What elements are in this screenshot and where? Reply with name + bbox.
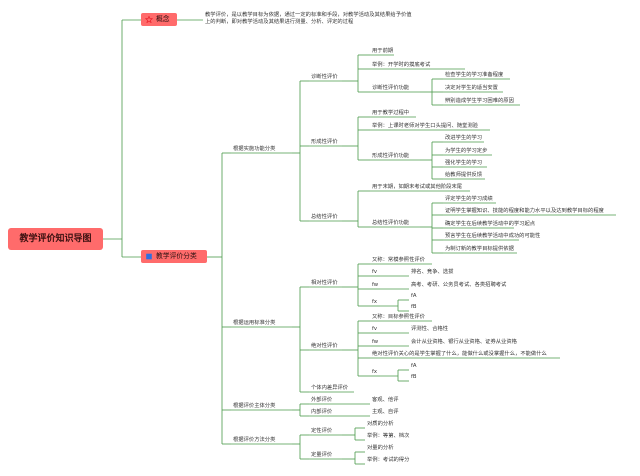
- method-node[interactable]: 根据评价方法分类: [233, 437, 276, 443]
- standard-node[interactable]: 根据运用标准分类: [233, 320, 276, 326]
- classification-node[interactable]: 教学评价分类: [141, 250, 207, 263]
- absolute-node[interactable]: 绝对性评价: [311, 343, 338, 349]
- relative-def: 又称：常模参照性评价: [372, 257, 425, 263]
- absolute-fx-node[interactable]: fx: [372, 369, 377, 375]
- function-node[interactable]: 根据实施功能分类: [233, 146, 276, 152]
- absolute-value: 评测性、合格性: [411, 326, 449, 332]
- relative-value: 排名、竞争、选拔: [411, 269, 454, 275]
- diagnostic-func-item: 决定对学生的适当安置: [445, 85, 498, 91]
- summative-func-node[interactable]: 总结性评价功能: [372, 220, 410, 226]
- formative-func-node[interactable]: 形成性评价功能: [372, 153, 410, 159]
- relative-fx-node[interactable]: fx: [372, 299, 377, 305]
- formative-func-item: 给教师提供反馈: [445, 172, 483, 178]
- qualitative-item: 举例：等第、档次: [367, 433, 410, 439]
- classification-label: 教学评价分类: [156, 252, 197, 260]
- summative-node[interactable]: 总结性评价: [311, 214, 338, 220]
- formative-func-item: 强化学生的学习: [445, 160, 483, 166]
- concept-text: 教学评价，是以教学目标为依据，通过一定的标准和手段，对教学活动及其结果给予价值上…: [205, 12, 412, 25]
- absolute-key[interactable]: fv: [372, 326, 377, 332]
- external-value: 客观、他评: [372, 397, 399, 403]
- summative-func-item: 证明学生掌握知识、技能的程度和能力水平以及达到教学目标的程度: [445, 208, 604, 214]
- summative-func-item: 评定学生的学习成绩: [445, 196, 493, 202]
- absolute-def: 又称：目标参照性评价: [372, 314, 425, 320]
- relative-fx-item: fA: [411, 293, 417, 299]
- square-icon: [146, 253, 152, 260]
- external-node[interactable]: 外部评价: [311, 397, 333, 403]
- concept-node[interactable]: 概念: [141, 13, 177, 26]
- quantitative-item: 对量的分析: [367, 445, 394, 451]
- qualitative-item: 对质的分析: [367, 421, 394, 427]
- relative-fx-item: fB: [411, 304, 417, 310]
- absolute-key[interactable]: fw: [372, 339, 379, 345]
- qualitative-node[interactable]: 定性评价: [311, 428, 333, 434]
- diagnostic-func-node[interactable]: 诊断性评价功能: [372, 85, 410, 91]
- formative-use: 用于教学过程中: [372, 110, 410, 116]
- internal-value: 主观、自评: [372, 409, 399, 415]
- quantitative-item: 举例：考试的得分: [367, 457, 410, 463]
- absolute-value: 会计从业资格、银行从业资格、证券从业资格: [411, 339, 517, 345]
- relative-key[interactable]: fw: [372, 282, 379, 288]
- diagnostic-use: 用于前期: [372, 48, 394, 54]
- relative-node[interactable]: 相对性评价: [311, 280, 338, 286]
- summative-func-item: 预言学生在后续教学活动中成功的可能性: [445, 233, 541, 239]
- star-icon: [145, 16, 153, 23]
- quantitative-node[interactable]: 定量评价: [311, 452, 333, 458]
- formative-func-item: 为学生的学习定步: [445, 148, 488, 154]
- summative-func-item: 为制订新的教学目标提供依据: [445, 246, 514, 252]
- relative-key[interactable]: fv: [372, 269, 377, 275]
- relative-value: 高考、考研、公务员考试、各类招聘考试: [411, 282, 507, 288]
- summative-func-item: 确定学生在后续教学活动中的学习起点: [445, 221, 536, 227]
- diagnostic-node[interactable]: 诊断性评价: [311, 74, 338, 80]
- summative-use: 用于末期，如期末考试或其他阶段末尾: [372, 184, 463, 190]
- absolute-note: 绝对性评价关心的是学生掌握了什么，能做什么或没掌握什么，不能做什么: [372, 351, 547, 357]
- diagnostic-func-item: 辨别造成学生学习困难的原因: [445, 98, 514, 104]
- internal-node[interactable]: 内部评价: [311, 409, 333, 415]
- diagnostic-example: 举例：开学时的摸底考试: [372, 62, 431, 68]
- diagnostic-func-item: 检查学生的学习准备程度: [445, 72, 504, 78]
- root-node[interactable]: 教学评价知识导图: [8, 228, 103, 250]
- formative-example: 举例：上课时老师对学生口头提问、随堂测验: [372, 123, 478, 129]
- absolute-fx-item: fA: [411, 363, 417, 369]
- formative-func-item: 改进学生的学习: [445, 135, 483, 141]
- absolute-fx-item: fB: [411, 374, 417, 380]
- concept-label: 概念: [156, 15, 170, 23]
- subject-node[interactable]: 根据评价主体分类: [233, 403, 276, 409]
- individual-node[interactable]: 个体内差异评价: [311, 385, 349, 391]
- formative-node[interactable]: 形成性评价: [311, 139, 338, 145]
